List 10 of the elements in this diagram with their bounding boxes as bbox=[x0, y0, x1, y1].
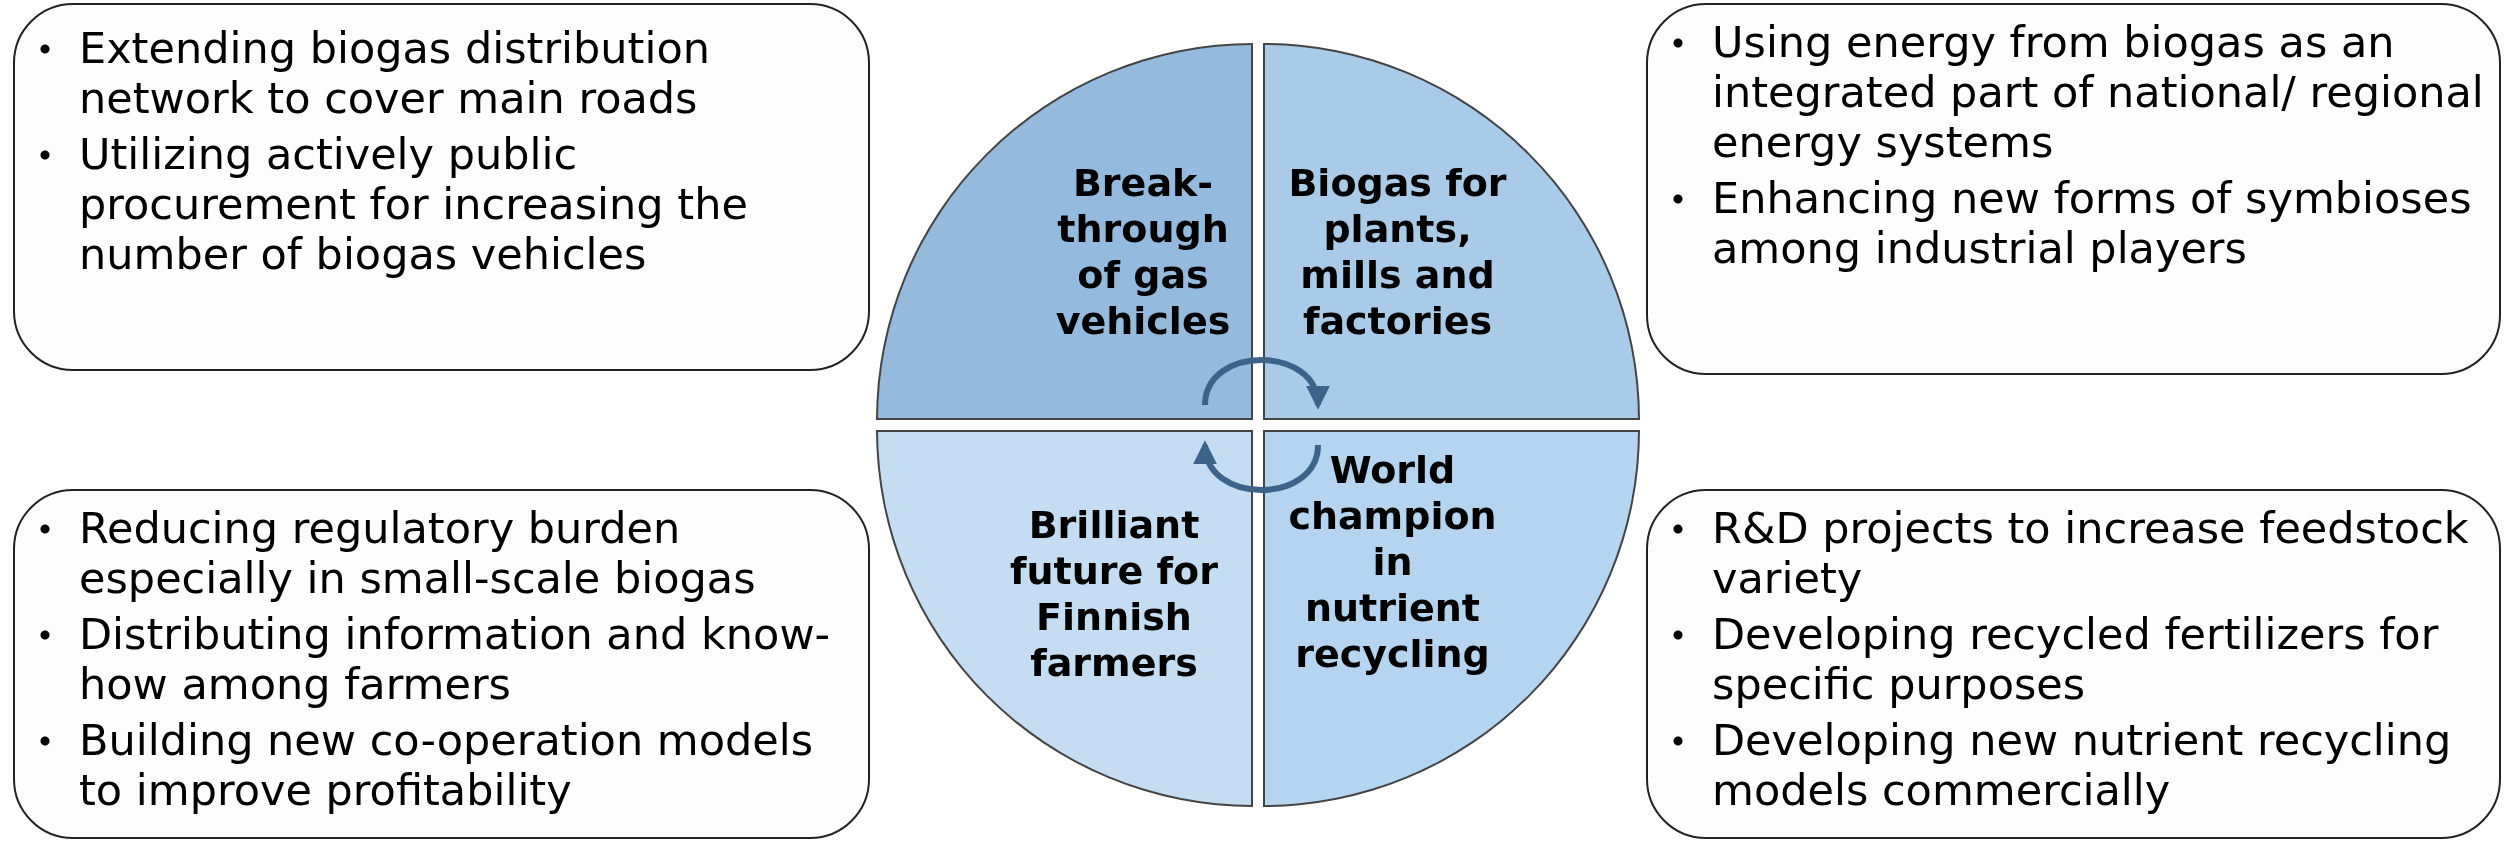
text-panel bbox=[1646, 3, 2501, 375]
text-panel bbox=[13, 489, 870, 839]
text-panel bbox=[13, 3, 870, 371]
quadrant-title: Brilliant future for Finnish farmers bbox=[1009, 502, 1219, 686]
quadrant-title: World champion in nutrient recycling bbox=[1287, 447, 1498, 677]
quadrant-title: Biogas for plants, mills and factories bbox=[1287, 160, 1508, 344]
curved-arrow bbox=[1196, 440, 1321, 493]
quadrant-title: Break-through of gas vehicles bbox=[1054, 160, 1232, 344]
text-panel bbox=[1646, 489, 2501, 839]
curved-arrow bbox=[1202, 357, 1327, 410]
